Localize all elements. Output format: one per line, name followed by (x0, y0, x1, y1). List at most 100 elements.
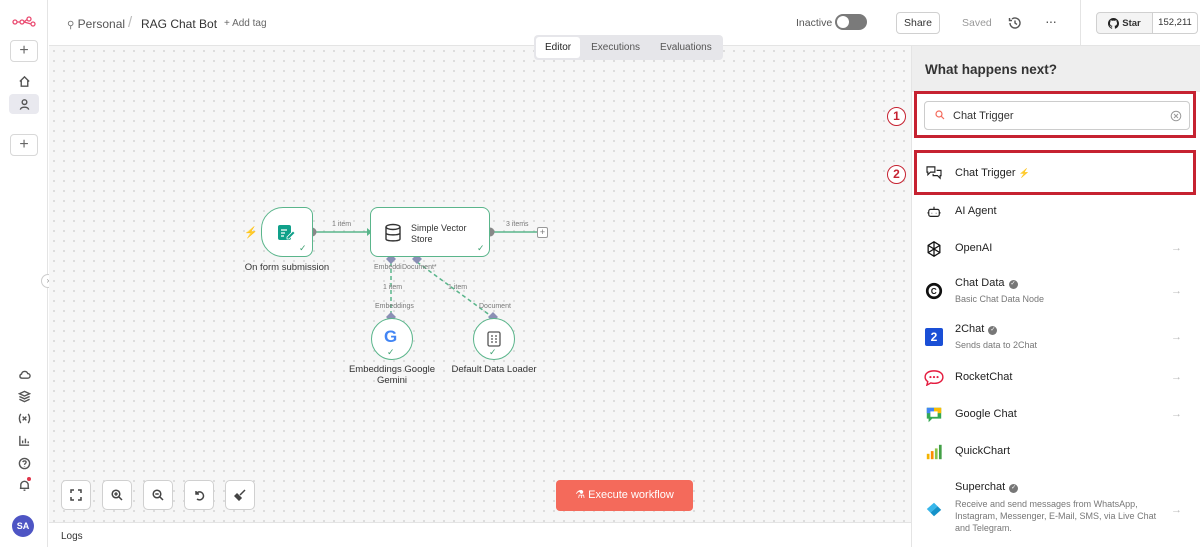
edge-label-vector-out: 3 items (506, 221, 529, 228)
node-form-submission[interactable]: ✓ (261, 207, 313, 257)
broom-icon (234, 489, 246, 501)
left-sidebar: + + SA (0, 0, 48, 547)
n8n-logo[interactable] (12, 15, 36, 27)
breadcrumb-personal[interactable]: ⚲ Personal (67, 17, 125, 31)
zoom-out-button[interactable] (143, 480, 173, 510)
github-star-count[interactable]: 152,211 (1153, 12, 1198, 34)
personal-icon[interactable] (9, 94, 39, 114)
header-divider (1080, 0, 1081, 46)
vector-store-title-line1: Simple Vector (411, 223, 467, 233)
form-icon (278, 225, 296, 240)
breadcrumb-personal-label: Personal (77, 17, 126, 31)
execute-workflow-label: Execute workflow (588, 489, 674, 501)
success-check-icon: ✓ (477, 243, 485, 253)
list-item-openai[interactable]: OpenAI → (912, 233, 1200, 265)
list-item-ai-agent[interactable]: AI Agent (912, 196, 1200, 228)
success-check-icon: ✓ (299, 243, 307, 253)
node-embeddings-gemini[interactable]: G ✓ (371, 318, 413, 360)
add-node-button[interactable]: + (537, 227, 548, 238)
workflow-canvas[interactable]: Editor Executions Evaluations ⚡ ✓ On for… (49, 35, 911, 522)
list-item-google-chat[interactable]: Google Chat → (912, 399, 1200, 431)
active-toggle[interactable] (835, 14, 867, 30)
panel-title: What happens next? (925, 62, 1058, 77)
undo-button[interactable] (184, 480, 214, 510)
create-button[interactable]: + (10, 40, 38, 62)
trigger-bolt-icon: ⚡ (1018, 168, 1030, 178)
annotation-number-2: 2 (887, 165, 906, 184)
item-description: Sends data to 2Chat (955, 340, 1038, 350)
arrow-right-icon: → (1171, 408, 1182, 420)
item-title-text: Chat Data (955, 277, 1005, 289)
zoom-in-button[interactable] (102, 480, 132, 510)
embeddings-label-line2: Gemini (376, 375, 408, 386)
insights-icon[interactable] (14, 430, 34, 450)
googlechat-icon (923, 404, 945, 426)
node-embeddings-label: Embeddings Google Gemini (342, 364, 442, 386)
tab-executions[interactable]: Executions (591, 42, 641, 53)
share-button[interactable]: Share (896, 12, 940, 34)
annotation-box-chat-trigger (914, 150, 1196, 195)
verified-icon: ✓ (988, 326, 998, 335)
item-title: Chat Data✓ (955, 277, 1018, 289)
arrow-right-icon: → (1171, 285, 1182, 297)
templates-icon[interactable] (14, 386, 34, 406)
cloud-icon[interactable] (14, 364, 34, 384)
history-icon[interactable] (1007, 15, 1023, 31)
tidy-up-button[interactable] (225, 480, 255, 510)
edge-label-document: Document (479, 303, 511, 310)
add-tag-button[interactable]: + Add tag (224, 18, 267, 29)
undo-icon (195, 491, 205, 501)
openai-icon (923, 238, 945, 260)
help-icon[interactable] (14, 453, 34, 473)
github-star-button[interactable]: Star (1096, 12, 1153, 34)
zoom-in-icon (111, 489, 123, 501)
logs-bar[interactable]: Logs (49, 522, 911, 547)
trigger-bolt-icon: ⚡ (244, 227, 258, 239)
edge-label-document-item: 1 item (448, 284, 468, 291)
annotation-number-1: 1 (887, 107, 906, 126)
item-title: Superchat✓ (955, 481, 1019, 493)
tab-evaluations[interactable]: Evaluations (660, 42, 712, 53)
port-label-document: Document* (402, 264, 437, 271)
execute-workflow-button[interactable]: ⚗ Execute workflow (556, 480, 693, 511)
panel-header: What happens next? (912, 46, 1200, 92)
list-item-chat-data[interactable]: C Chat Data✓ Basic Chat Data Node → (912, 272, 1200, 310)
clear-search-icon[interactable] (1170, 110, 1182, 122)
2chat-icon: 2 (923, 326, 945, 348)
node-simple-vector-store[interactable]: Simple Vector Store ✓ (370, 207, 490, 257)
list-item-quickchart[interactable]: QuickChart (912, 436, 1200, 468)
node-search-input[interactable] (953, 108, 1163, 124)
more-options-icon[interactable]: ··· (1045, 13, 1057, 29)
node-default-data-loader[interactable]: ✓ (473, 318, 515, 360)
verified-icon: ✓ (1009, 484, 1019, 493)
saved-status: Saved (962, 17, 992, 29)
node-search-box[interactable] (924, 101, 1190, 130)
item-title: OpenAI (955, 242, 993, 254)
flask-icon: ⚗ (575, 489, 586, 501)
home-icon[interactable] (14, 71, 34, 91)
edge-label-embeddings-item: 1 item (383, 284, 403, 291)
notifications-icon[interactable] (14, 475, 34, 495)
tab-editor[interactable]: Editor (536, 37, 581, 58)
fit-view-button[interactable] (61, 480, 91, 510)
item-title: Chat Trigger ⚡ (955, 167, 1030, 179)
canvas-tabs: Editor Executions Evaluations (534, 35, 723, 60)
chat-icon (923, 162, 945, 184)
item-title: Google Chat (955, 408, 1017, 420)
document-icon (487, 331, 501, 347)
node-form-label: On form submission (244, 262, 330, 273)
active-status-label: Inactive (796, 17, 833, 29)
list-item-rocketchat[interactable]: RocketChat → (912, 362, 1200, 394)
avatar[interactable]: SA (12, 515, 34, 537)
fit-view-icon (70, 489, 82, 501)
svg-text:C: C (931, 287, 937, 296)
add-project-button[interactable]: + (10, 134, 38, 156)
arrow-right-icon: → (1171, 504, 1182, 516)
list-item-chat-trigger[interactable]: Chat Trigger ⚡ (912, 154, 1200, 192)
workflow-title[interactable]: RAG Chat Bot (141, 17, 218, 31)
rocketchat-icon (923, 367, 945, 389)
success-check-icon: ✓ (489, 347, 497, 357)
variables-icon[interactable] (14, 408, 34, 428)
list-item-2chat[interactable]: 2 2Chat✓ Sends data to 2Chat → (912, 318, 1200, 356)
list-item-superchat[interactable]: Superchat✓ Receive and send messages fro… (912, 478, 1200, 542)
